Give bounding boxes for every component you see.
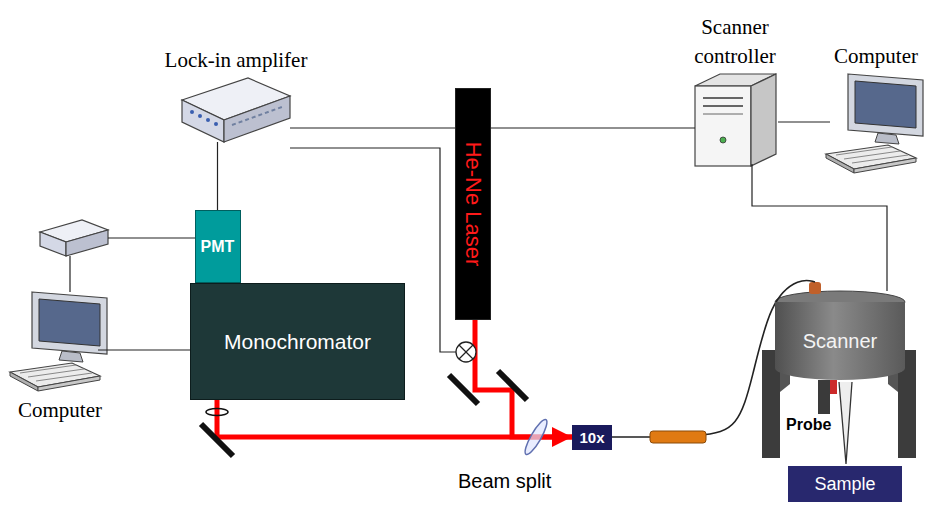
node-label: 10x — [579, 429, 604, 446]
node-label: Scanner controller — [665, 13, 805, 70]
signal-line — [778, 121, 830, 122]
signal-line — [98, 349, 190, 350]
signal-line — [290, 127, 695, 128]
detector-box: PMT — [195, 210, 241, 283]
computer-icon — [10, 292, 107, 391]
sample-box: Sample — [788, 466, 902, 502]
node-label: Lock-in amplifer — [165, 46, 308, 74]
lens — [206, 409, 228, 416]
node-label: Computer — [18, 396, 102, 424]
part-label: Probe — [786, 416, 831, 434]
node-label: Monochromator — [224, 330, 371, 354]
scanner-body: Scanner — [775, 302, 905, 380]
instrument-icon: Lock-in amplifer — [180, 76, 292, 146]
computer-icon: Computer — [826, 72, 926, 176]
node-label: Sample — [814, 474, 875, 495]
node-label: He-Ne Laser — [460, 142, 486, 267]
signal-line — [752, 164, 887, 291]
signal-line — [217, 142, 218, 210]
part-label: Beam split — [458, 470, 551, 493]
laser-beam — [475, 320, 572, 437]
computer-icon — [826, 74, 923, 173]
node-label: Scanner — [803, 330, 878, 353]
node-label: Computer — [834, 42, 918, 70]
computer-icon: Computer — [10, 292, 110, 392]
controller-icon — [695, 74, 776, 166]
scanner-stand — [762, 282, 916, 458]
controller-icon: Scanner controller — [692, 72, 778, 168]
lock-in-icon — [182, 78, 290, 142]
objective-box: 10x — [572, 425, 612, 450]
laser-box: He-Ne Laser — [455, 88, 491, 320]
node-label: PMT — [201, 238, 235, 256]
beam-splitter — [522, 417, 551, 457]
chopper — [456, 342, 476, 362]
controller-box-icon — [40, 220, 108, 256]
fiber-coupler — [650, 431, 706, 443]
laser-beam — [217, 400, 572, 437]
process-box: Monochromator — [190, 283, 405, 400]
